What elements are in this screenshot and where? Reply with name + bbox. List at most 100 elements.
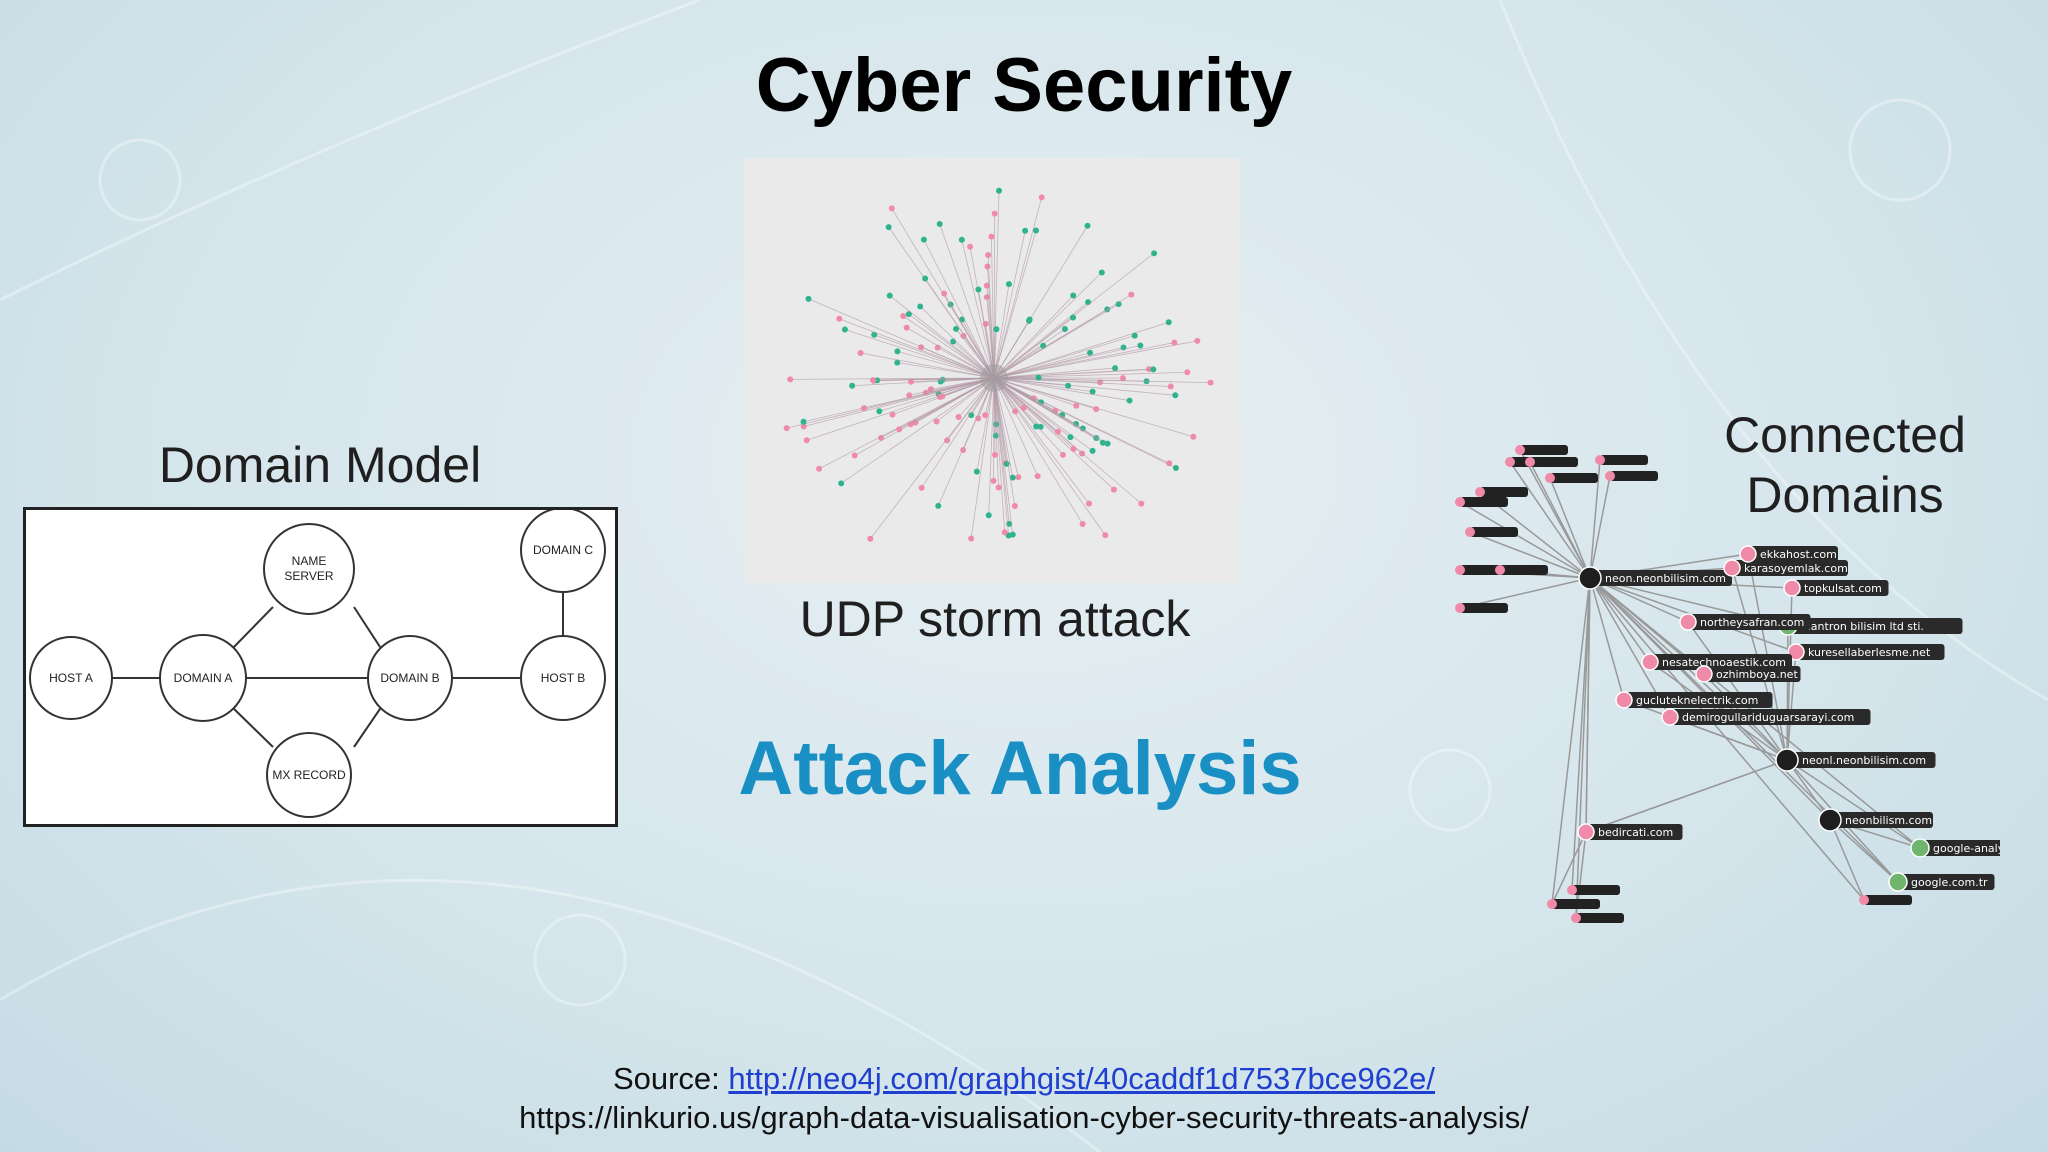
udp-node <box>992 451 999 458</box>
udp-node <box>888 205 895 212</box>
minor-domain-node <box>1515 445 1525 455</box>
udp-node <box>1015 474 1022 481</box>
udp-node <box>1065 382 1072 389</box>
udp-node <box>908 378 915 385</box>
udp-node <box>917 303 924 310</box>
udp-node <box>993 326 1000 333</box>
udp-node <box>1131 332 1138 339</box>
udp-node <box>885 224 892 231</box>
domain-node <box>1739 545 1757 563</box>
minor-domain-node <box>1571 913 1581 923</box>
udp-node <box>1070 292 1077 299</box>
udp-node <box>1073 402 1080 409</box>
minor-domain-node <box>1465 527 1475 537</box>
udp-node <box>955 414 962 421</box>
udp-node <box>1099 439 1106 446</box>
udp-node <box>1011 502 1018 509</box>
minor-domain-node <box>1605 471 1615 481</box>
udp-node <box>851 452 858 459</box>
udp-node <box>993 421 1000 428</box>
udp-node <box>1022 227 1029 234</box>
udp-node <box>1171 339 1178 346</box>
udp-node <box>920 236 927 243</box>
udp-node <box>1026 316 1033 323</box>
udp-node <box>800 423 807 430</box>
udp-node <box>1194 337 1201 344</box>
udp-node <box>967 243 974 250</box>
udp-node <box>991 210 998 217</box>
udp-node <box>1167 383 1174 390</box>
udp-node <box>968 412 975 419</box>
udp-node <box>903 324 910 331</box>
domain-node <box>1578 566 1602 590</box>
udp-node <box>1112 365 1119 372</box>
minor-domain-node <box>1595 455 1605 465</box>
udp-node <box>1190 433 1197 440</box>
udp-node <box>876 408 883 415</box>
udp-node <box>1166 460 1173 467</box>
minor-domain-node <box>1545 473 1555 483</box>
udp-node <box>1137 342 1144 349</box>
udp-node <box>906 392 913 399</box>
node-host-a: HOST A <box>49 671 93 685</box>
udp-node <box>1089 447 1096 454</box>
udp-node <box>1151 250 1158 257</box>
udp-storm-label: UDP storm attack <box>799 591 1191 647</box>
domain-node-label: ozhimboya.net <box>1716 668 1798 681</box>
udp-node <box>1005 281 1012 288</box>
udp-node <box>936 220 943 227</box>
udp-node <box>871 331 878 338</box>
udp-node <box>1061 326 1068 333</box>
udp-node <box>988 233 995 240</box>
domain-node-label: ekkahost.com <box>1760 548 1837 561</box>
minor-domain-node <box>1505 457 1515 467</box>
udp-node <box>1138 500 1145 507</box>
udp-node <box>1009 474 1016 481</box>
udp-node <box>857 349 864 356</box>
source-link-neo4j[interactable]: http://neo4j.com/graphgist/40caddf1d7537… <box>728 1061 1436 1096</box>
domain-node <box>1775 748 1799 772</box>
udp-node <box>944 437 951 444</box>
udp-node <box>869 377 876 384</box>
udp-node <box>1033 423 1040 430</box>
udp-node <box>1098 269 1105 276</box>
udp-node <box>1009 531 1016 538</box>
udp-node <box>941 290 948 297</box>
udp-node <box>1115 301 1122 308</box>
udp-node <box>1034 473 1041 480</box>
udp-node <box>905 311 912 318</box>
udp-node <box>1079 520 1086 527</box>
node-domain-a: DOMAIN A <box>174 671 233 685</box>
udp-node <box>836 315 843 322</box>
domain-model-label: Domain Model <box>158 437 482 493</box>
domain-node-label: neonbilism.com <box>1845 814 1932 827</box>
udp-node <box>1172 464 1179 471</box>
udp-node <box>985 251 992 258</box>
udp-node <box>896 426 903 433</box>
minor-domain-node <box>1525 457 1535 467</box>
domain-node <box>1577 823 1595 841</box>
udp-node <box>1035 374 1042 381</box>
udp-node <box>878 434 885 441</box>
source-link-linkurio[interactable]: https://linkurio.us/graph-data-visualisa… <box>519 1100 1529 1135</box>
udp-node <box>975 286 982 293</box>
domain-node-label: northeysafran.com <box>1700 616 1804 629</box>
udp-node <box>1020 404 1027 411</box>
udp-node <box>1097 379 1104 386</box>
udp-node <box>1059 451 1066 458</box>
udp-node <box>1146 366 1153 373</box>
udp-node <box>787 376 794 383</box>
udp-node <box>1003 460 1010 467</box>
udp-node <box>1087 349 1094 356</box>
domain-node-label: neon.neonbilisim.com <box>1605 572 1726 585</box>
udp-node <box>838 480 845 487</box>
minor-domain-node <box>1547 899 1557 909</box>
domain-node-label: nesatechnoaestik.com <box>1662 656 1786 669</box>
udp-node <box>805 295 812 302</box>
udp-node <box>1054 428 1061 435</box>
minor-domain-node <box>1455 565 1465 575</box>
udp-node <box>985 512 992 519</box>
node-domain-c: DOMAIN C <box>533 543 593 557</box>
domain-node <box>1615 691 1633 709</box>
udp-node <box>1089 388 1096 395</box>
